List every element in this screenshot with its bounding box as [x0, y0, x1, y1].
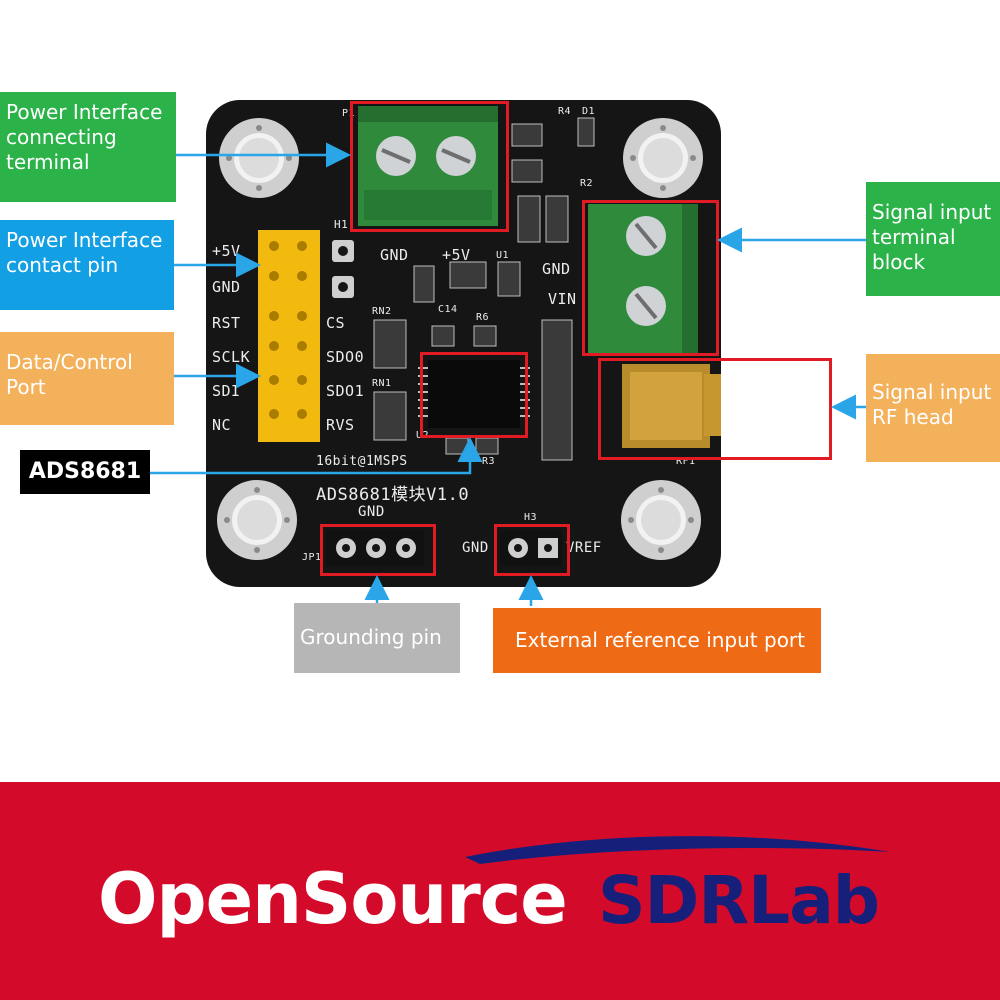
mounting-hole-tl	[219, 118, 299, 198]
signal-terminal-block	[588, 204, 698, 354]
callout-signal-rf: Signal input RF head	[866, 354, 1000, 462]
silk-refdes-rf1: RF1	[676, 456, 696, 467]
callout-chip: ADS8681	[20, 450, 150, 494]
h1-pads	[332, 240, 354, 298]
callout-data-port: Data/Control Port	[0, 332, 174, 425]
callout-power-pin: Power Interface contact pin	[0, 220, 174, 310]
mounting-hole-bl	[217, 480, 297, 560]
highlight-chip	[420, 352, 528, 438]
callout-grounding: Grounding pin	[294, 603, 460, 673]
silk-rst: RST	[212, 314, 241, 332]
highlight-power-terminal	[350, 101, 509, 232]
mounting-hole-br	[621, 480, 701, 560]
silk-refdes-d1: D1	[582, 106, 596, 117]
silk-plus5v-left: +5V	[212, 242, 241, 260]
silk-spec: 16bit@1MSPS	[316, 454, 408, 469]
silk-cs: CS	[326, 314, 346, 332]
silk-top-gnd: GND	[380, 246, 409, 264]
highlight-vref	[494, 524, 570, 576]
silk-top-5v: +5V	[442, 246, 471, 264]
silk-vref: VREF	[566, 540, 602, 556]
silk-rvs: RVS	[326, 416, 355, 434]
silk-refdes-r3: R3	[482, 456, 496, 467]
highlight-signal-terminal	[582, 200, 719, 356]
highlight-ground-pin	[320, 524, 436, 576]
highlight-rf-head	[598, 358, 832, 460]
silk-sdi: SDI	[212, 382, 241, 400]
callout-vref: External reference input port	[493, 608, 821, 673]
silk-nc: NC	[212, 416, 232, 434]
silk-sclk: SCLK	[212, 348, 251, 366]
pcb-board: +5V GND RST SCLK SDI NC CS SDO0 SDO1 RVS…	[206, 100, 721, 587]
sma-rf-connector	[622, 364, 721, 448]
silk-refdes-r6: R6	[476, 312, 490, 323]
silk-title: ADS8681模块V1.0	[316, 485, 470, 505]
pin-header-power-data	[258, 230, 320, 442]
silk-jp-gnd: GND	[462, 540, 489, 556]
pcb-artwork	[217, 106, 721, 566]
swoosh-icon	[465, 836, 890, 864]
silk-refdes-rn1: RN1	[372, 378, 392, 389]
callout-signal-terminal: Signal input terminal block	[866, 182, 1000, 296]
jp1-ground-header	[326, 530, 424, 566]
silk-refdes-u1: U1	[496, 250, 510, 261]
silk-gnd-left: GND	[212, 278, 241, 296]
silk-term-gnd: GND	[542, 260, 571, 278]
silk-bottom-gnd: GND	[358, 504, 385, 520]
silk-refdes-r4: R4	[558, 106, 572, 117]
silk-refdes-r2: R2	[580, 178, 594, 189]
adc-ic	[418, 360, 530, 428]
silk-refdes-jp1: JP1	[302, 552, 322, 563]
brand-sdrlab: SDRLab	[598, 862, 880, 939]
silk-sdo1: SDO1	[326, 382, 365, 400]
brand-opensource: OpenSource	[98, 858, 568, 940]
brand-banner	[0, 782, 1000, 1000]
silk-refdes-c14: C14	[438, 304, 458, 315]
silk-refdes-h3: H3	[524, 512, 538, 523]
power-terminal-block	[358, 106, 498, 226]
callout-power-terminal: Power Interface connecting terminal	[0, 92, 176, 202]
silk-term-vin: VIN	[548, 290, 577, 308]
mounting-hole-tr	[623, 118, 703, 198]
silk-refdes-p1: P1	[342, 108, 356, 119]
silk-sdo0: SDO0	[326, 348, 365, 366]
silk-refdes-h1: H1	[334, 218, 349, 231]
h3-vref-header	[500, 530, 562, 566]
silk-refdes-rn2: RN2	[372, 306, 392, 317]
